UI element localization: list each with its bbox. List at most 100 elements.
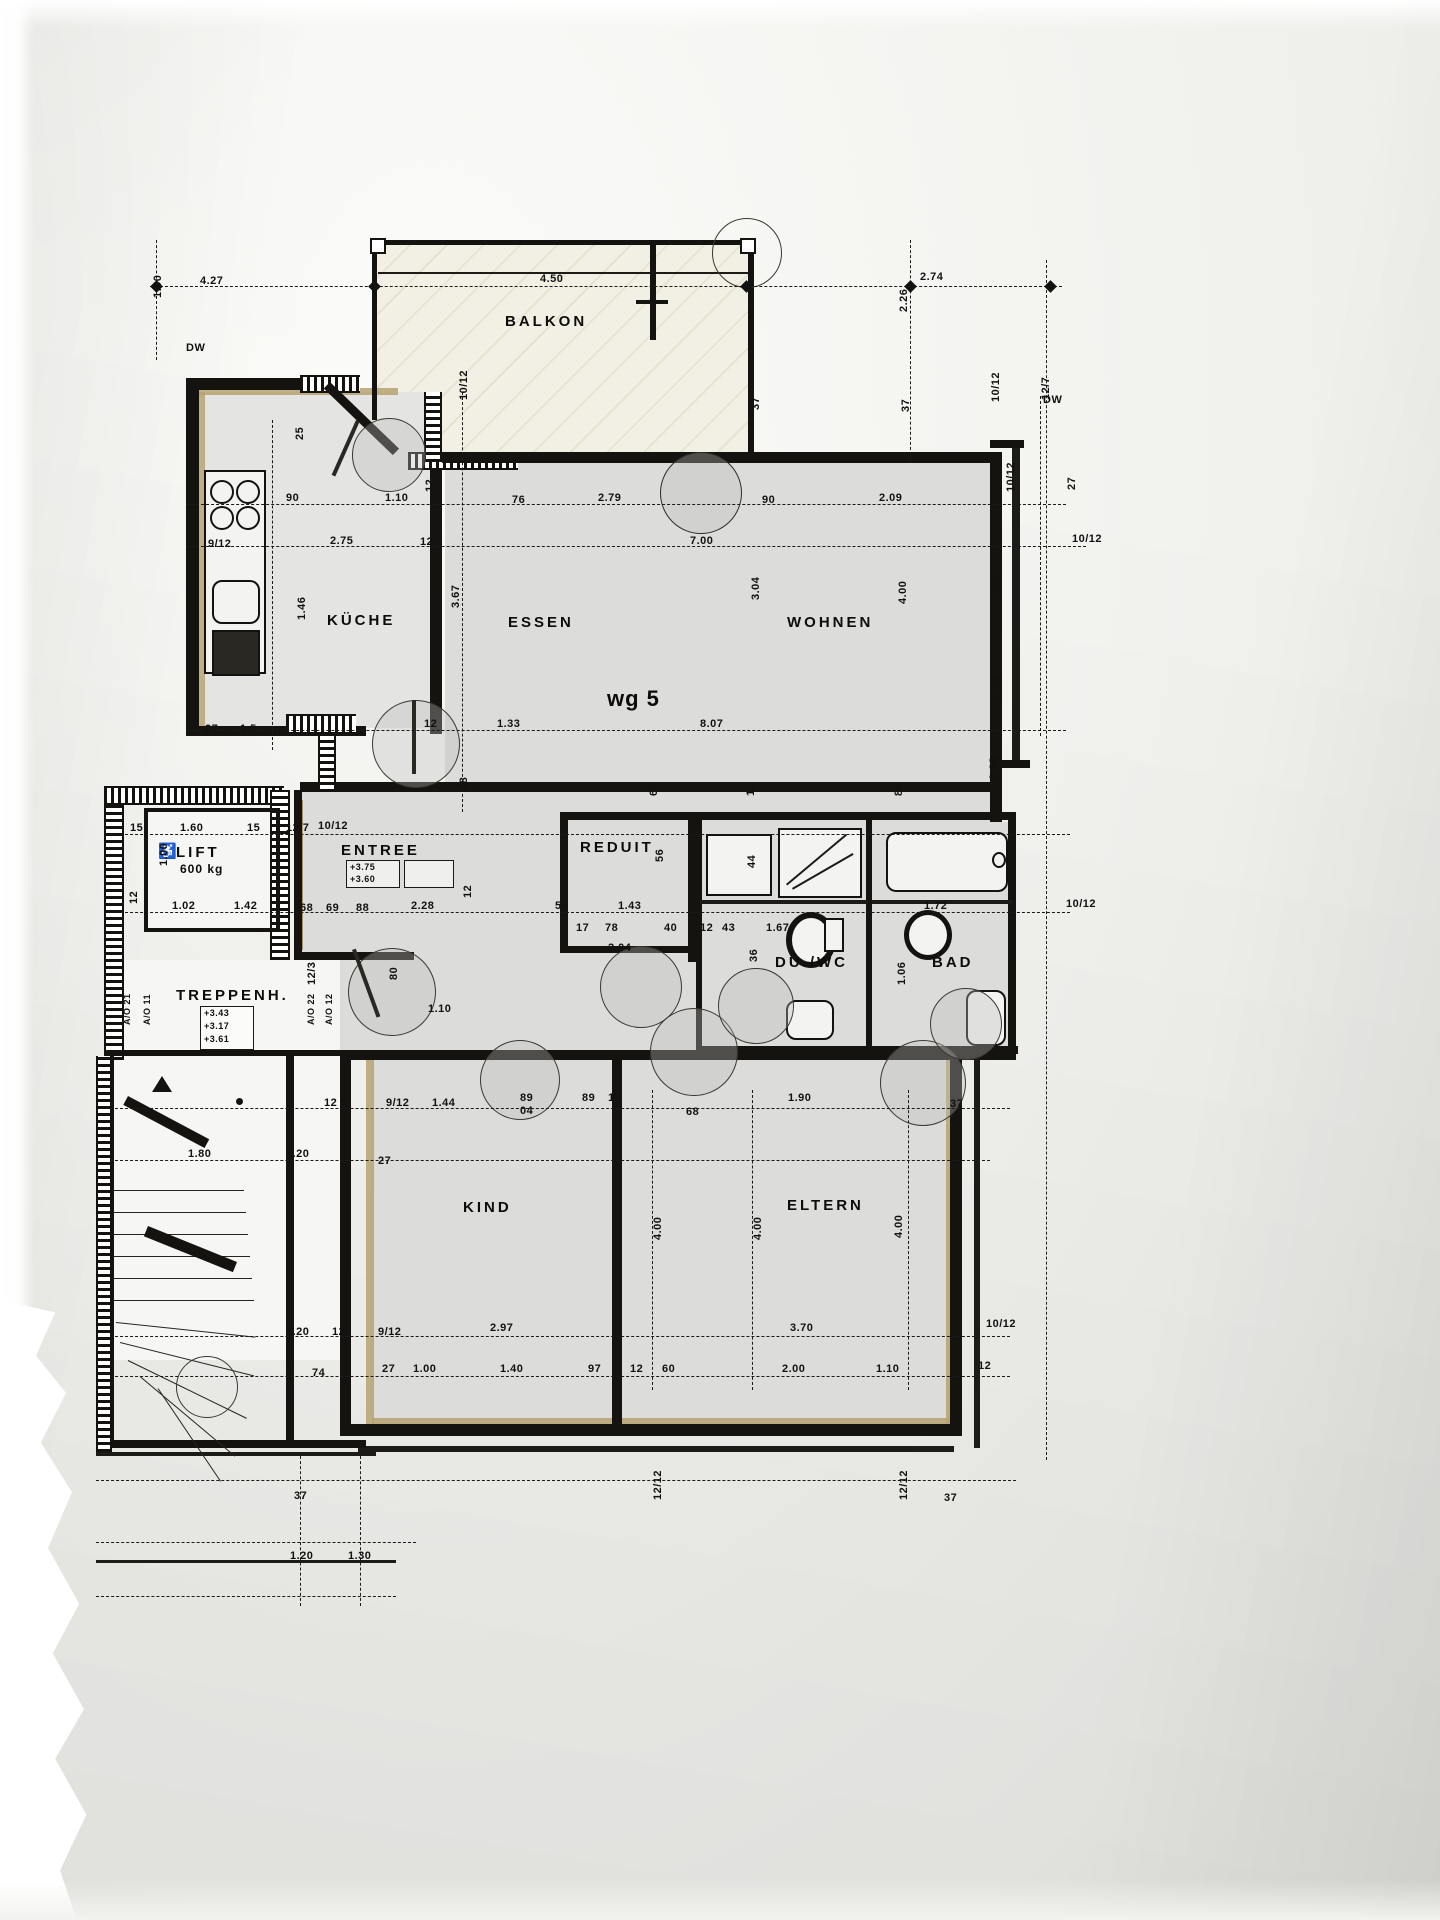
room-fill-eltern [622, 1058, 952, 1424]
dimension-label: 3.70 [790, 1322, 814, 1334]
hob-burner-icon [210, 506, 234, 530]
dimension-line-vertical [462, 392, 463, 812]
insulation-strip-kueche-top [198, 388, 398, 395]
dimension-label: 74 [312, 1367, 326, 1379]
dimension-line-vertical [300, 1456, 301, 1606]
dimension-label: 1.10 [385, 492, 409, 504]
dimension-label: 89 [520, 1092, 534, 1104]
dimension-label: 2.74 [920, 271, 944, 283]
dimension-label: 27 [378, 1155, 392, 1167]
door-swing-bad [930, 988, 1002, 1060]
room-label-bad: BAD [932, 954, 974, 971]
dimension-label: 68 [300, 902, 314, 914]
dimension-label: 10/12 [1066, 898, 1097, 910]
dimension-label: 1.00 [158, 842, 170, 866]
wall-bad-right [1008, 812, 1016, 1052]
dimension-label: 12 [332, 1326, 346, 1338]
stair-direction-arrow-icon [152, 1076, 172, 1092]
dimension-label: 1.00 [992, 676, 1004, 700]
stair-tread [114, 1300, 254, 1301]
lift-capacity-label: 600 kg [180, 862, 224, 876]
dimension-label: DW [186, 342, 206, 354]
dimension-line-vertical [652, 1090, 653, 1390]
wall-right-notch-top [990, 440, 1024, 448]
dimension-label: 4.50 [540, 273, 564, 285]
wall-lift-box-top [144, 808, 280, 812]
room-label-eltern: ELTERN [787, 1197, 864, 1214]
dimension-label: 12/12 [898, 1469, 910, 1500]
dimension-label: 37 [900, 398, 912, 412]
dimension-label: 97 [588, 1363, 602, 1375]
dimension-label: 9/12 [378, 1326, 402, 1338]
room-label-kueche: KÜCHE [327, 612, 396, 629]
dimension-label: 2.04 [608, 942, 632, 954]
room-label-reduit: REDUIT [580, 839, 654, 856]
dimension-label: 1.44 [432, 1097, 456, 1109]
wc-cistern-icon [824, 918, 844, 952]
insulation-strip-kueche-left [198, 392, 205, 732]
wall-bedrooms-bottom-outer [358, 1446, 954, 1452]
wall-hatch-entree [318, 730, 336, 792]
kitchen-sink-icon [212, 580, 260, 624]
dimension-label: 37 [944, 1492, 958, 1504]
washer-icon [706, 834, 772, 896]
wall-bedroom-divider [612, 1058, 622, 1430]
dimension-line [110, 1160, 990, 1161]
dimension-label: 1.10 [428, 1003, 452, 1015]
stair-tread [114, 1256, 250, 1257]
door-swing-essen [660, 452, 742, 534]
dimension-label: 12 [420, 536, 434, 548]
wall-mid-horizontal [300, 782, 1002, 792]
dimension-label: 2.97 [490, 1322, 514, 1334]
dimension-label: 44 [746, 854, 758, 868]
dimension-label: 1.33 [497, 718, 521, 730]
wall-lift-box-bottom [144, 928, 280, 932]
dimension-label: 48 [458, 776, 470, 790]
dimension-label: 12 [462, 884, 474, 898]
dimension-label: 85 [893, 782, 905, 796]
stair-tread [114, 1212, 246, 1213]
wall-balcony-right [748, 240, 754, 455]
dimension-label: 1.10 [876, 1363, 900, 1375]
dimension-label: 1.90 [152, 274, 164, 298]
dimension-label: 15 [247, 822, 261, 834]
dimension-line [96, 1596, 396, 1597]
dimension-label: 80 [388, 966, 400, 980]
dimension-label: 56 [555, 900, 569, 912]
dimension-label: 1.06 [896, 961, 908, 985]
wall-wc-divider [700, 900, 868, 904]
dimension-label: 12 [424, 718, 438, 730]
dimension-label: 78 [605, 922, 619, 934]
wall-bedrooms-right-outer [974, 1058, 980, 1448]
wall-living-right-outer [1012, 440, 1020, 766]
dimension-line-vertical [910, 240, 911, 460]
dimension-label: 4.00 [752, 1216, 764, 1240]
wall-wc-left [696, 812, 702, 1052]
stair-node-dot [236, 1098, 243, 1105]
balcony-rail-mark-2 [636, 300, 668, 304]
dimension-label: 1.58 [992, 576, 1004, 600]
dimension-label: 2.75 [330, 535, 354, 547]
wall-bedrooms-left [340, 1050, 351, 1430]
dimension-label: 10/12 [986, 1318, 1017, 1330]
wall-entree-left [294, 790, 302, 960]
wall-stair-bottom [106, 1440, 366, 1448]
dimension-label: 3.04 [750, 576, 762, 600]
door-swing-balcony [352, 418, 426, 492]
room-label-entree: ENTREE [341, 842, 420, 859]
wall-kueche-bottom [186, 726, 366, 736]
dimension-label: 89 [582, 1092, 596, 1104]
wall-ground-outline-lower [96, 1560, 396, 1563]
insulation-strip-kind-bottom [372, 1418, 620, 1426]
dimension-label: 4.27 [200, 275, 224, 287]
dimension-line [96, 1480, 1016, 1481]
dimension-label: 76 [512, 494, 526, 506]
wall-balcony-top [372, 240, 754, 245]
dimension-label: 1.42 [234, 900, 258, 912]
shower-tray-icon [778, 828, 862, 898]
dimension-label: 1.5 [240, 723, 257, 735]
wall-lift-box-right [276, 808, 280, 932]
wall-balcony-inner-top [378, 272, 748, 274]
wall-wc-top [696, 812, 1016, 820]
